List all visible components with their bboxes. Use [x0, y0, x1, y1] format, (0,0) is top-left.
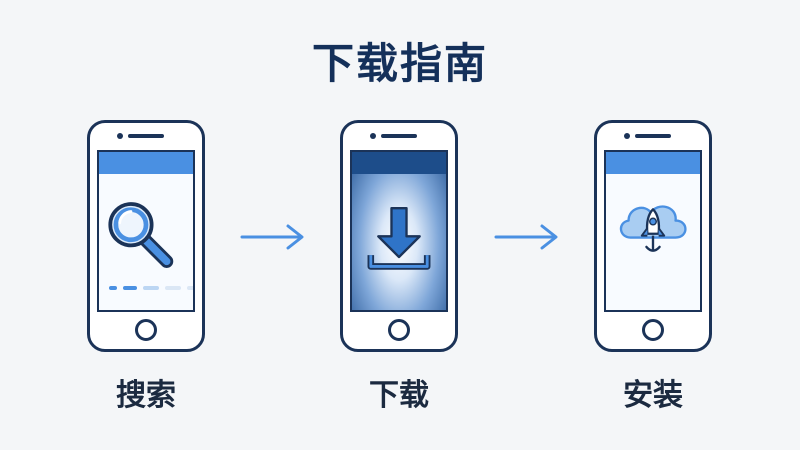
phone-speaker	[624, 133, 671, 139]
phone-install-step	[594, 120, 712, 352]
phone-speaker	[117, 133, 164, 139]
step-label-search: 搜索	[116, 378, 176, 413]
arrow-right-icon	[494, 224, 558, 250]
page-title: 下载指南	[311, 39, 488, 88]
magnifier-icon	[108, 202, 174, 268]
cloud-rocket-icon	[619, 205, 687, 252]
step-label-download: 下载	[369, 378, 429, 413]
download-icon	[367, 206, 431, 270]
phone-download-step	[340, 120, 458, 352]
phone-screen	[604, 150, 702, 312]
home-button	[642, 319, 664, 341]
phone-speaker	[370, 133, 417, 139]
phone-screen	[350, 150, 448, 312]
phone-search-step	[87, 120, 205, 352]
status-bar	[99, 152, 193, 174]
home-button	[388, 319, 410, 341]
step-label-install: 安装	[623, 378, 683, 413]
loading-progress	[109, 286, 193, 290]
home-button	[135, 319, 157, 341]
status-bar	[352, 152, 446, 174]
arrow-right-icon	[240, 224, 304, 250]
status-bar	[606, 152, 700, 174]
phone-screen	[97, 150, 195, 312]
